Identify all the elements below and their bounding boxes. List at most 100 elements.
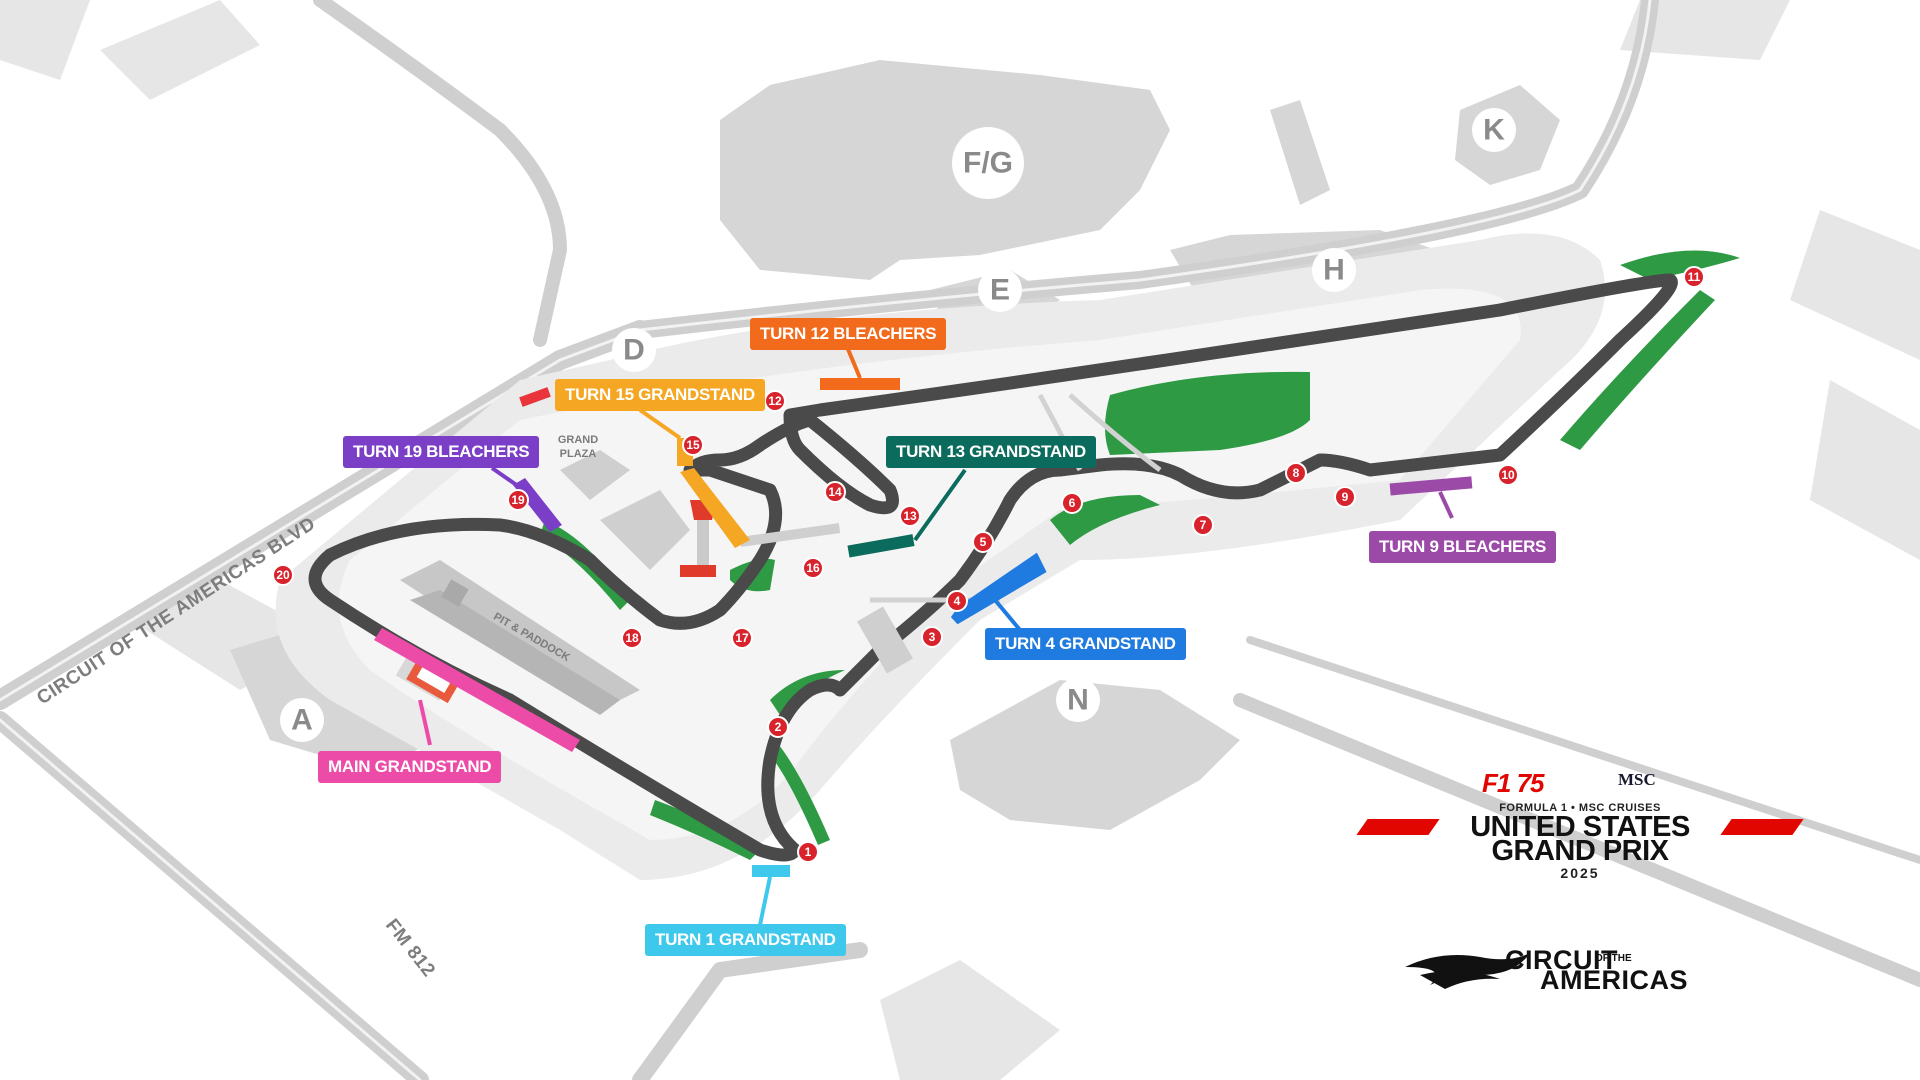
turn-number: 13 <box>903 509 917 523</box>
turn-number: 6 <box>1069 496 1076 510</box>
turn-number: 9 <box>1342 490 1349 504</box>
turn-13-marker: 13 <box>899 505 921 527</box>
cota-swoosh-icon <box>1405 953 1530 989</box>
turn-7-marker: 7 <box>1192 514 1214 536</box>
turn-3-marker: 3 <box>921 626 943 648</box>
turn-number: 17 <box>735 631 749 645</box>
turn-number: 10 <box>1501 468 1515 482</box>
turn-number: 16 <box>806 561 820 575</box>
turn-number: 15 <box>686 438 700 452</box>
turn-5-marker: 5 <box>972 531 994 553</box>
turn-12-marker: 12 <box>764 390 786 412</box>
turn-number: 20 <box>276 568 290 582</box>
turn-20-marker: 20 <box>272 564 294 586</box>
turn-number: 11 <box>1688 270 1701 284</box>
turn-badge <box>972 531 994 553</box>
lot-fg-area <box>720 60 1170 280</box>
turn-11-marker: 11 <box>1683 266 1705 288</box>
turn19-bleachers-label: TURN 19 BLEACHERS <box>343 436 540 468</box>
lot-d-marker: D <box>612 328 656 372</box>
main-grandstand-label: MAIN GRANDSTAND <box>318 751 502 783</box>
leader-lines <box>418 341 1454 926</box>
turn-17-marker: 17 <box>731 627 753 649</box>
lot-k-marker: K <box>1472 108 1516 152</box>
turn-badge <box>1192 514 1214 536</box>
cota-line2: OF THE <box>1595 953 1632 964</box>
turn-number: 12 <box>768 394 782 408</box>
brand-title-line2: GRAND PRIX <box>1491 835 1669 867</box>
cota-logo: CIRCUIT OF THE AMERICAS <box>1400 945 1760 995</box>
turn4-grandstand-label: TURN 4 GRANDSTAND <box>985 628 1186 660</box>
turn-badge <box>621 627 643 649</box>
turn-badge <box>802 557 824 579</box>
turn-number: 19 <box>511 493 525 507</box>
turn-badge <box>272 564 294 586</box>
turn-badge <box>824 481 846 503</box>
turn-badge <box>1334 486 1356 508</box>
turn-9-marker: 9 <box>1334 486 1356 508</box>
turn-badge <box>797 841 819 863</box>
turn-badge <box>731 627 753 649</box>
turn-19-marker: 19 <box>507 489 529 511</box>
lot-n-area <box>950 680 1240 830</box>
turn-badge <box>1497 464 1519 486</box>
lot-n-marker: N <box>1056 678 1100 722</box>
lot-fg-marker: F/G <box>952 127 1024 199</box>
turn-number: 2 <box>775 720 782 734</box>
msc-logo: MSC <box>1618 770 1656 789</box>
turn-number: 14 <box>828 485 842 499</box>
turn-number: 8 <box>1293 466 1300 480</box>
event-branding: F1 75 MSC FORMULA 1 • MSC CRUISES UNITED… <box>1350 762 1810 892</box>
turn-18-marker: 18 <box>621 627 643 649</box>
turn-number: 7 <box>1200 518 1207 532</box>
brand-subtitle: FORMULA 1 • MSC CRUISES <box>1499 802 1661 814</box>
turn12-bleachers-label: TURN 12 BLEACHERS <box>750 318 947 350</box>
turn-badge <box>764 390 786 412</box>
cota-line1: CIRCUIT <box>1505 945 1618 975</box>
lot-e-marker: E <box>978 268 1022 312</box>
svg-text:H: H <box>1323 254 1345 287</box>
turn-number: 4 <box>954 594 961 608</box>
turn-number: 5 <box>980 535 987 549</box>
turn-badge <box>1061 492 1083 514</box>
turn-4-marker: 4 <box>946 590 968 612</box>
f1-logo: F1 75 <box>1482 768 1544 798</box>
turn-15-marker: 15 <box>682 434 704 456</box>
turn-badge <box>946 590 968 612</box>
turn13-grandstand-label: TURN 13 GRANDSTAND <box>886 436 1096 468</box>
svg-text:F/G: F/G <box>963 147 1013 180</box>
amphitheater <box>560 450 690 570</box>
turn-number: 18 <box>625 631 639 645</box>
turn-badge <box>899 505 921 527</box>
svg-text:D: D <box>623 334 645 367</box>
cota-line3: AMERICAS <box>1540 965 1689 995</box>
turn-2-marker: 2 <box>767 716 789 738</box>
lot-a-marker: A <box>280 698 324 742</box>
svg-text:N: N <box>1067 684 1089 717</box>
brand-title-line1: UNITED STATES <box>1470 811 1690 843</box>
main-grandstand-building <box>406 654 462 704</box>
turn-badge <box>921 626 943 648</box>
turn-badge <box>682 434 704 456</box>
turn-6-marker: 6 <box>1061 492 1083 514</box>
turn-16-marker: 16 <box>802 557 824 579</box>
svg-text:E: E <box>990 274 1010 307</box>
turn9-bleachers-label: TURN 9 BLEACHERS <box>1369 531 1557 563</box>
turn1-grandstand-label: TURN 1 GRANDSTAND <box>645 924 846 956</box>
turn-1-marker: 1 <box>797 841 819 863</box>
turn-number: 3 <box>929 630 936 644</box>
turn-badge <box>1683 266 1705 288</box>
turn-number: 1 <box>805 845 812 859</box>
turn-8-marker: 8 <box>1285 462 1307 484</box>
grand-plaza-label-1: GRAND <box>558 434 598 446</box>
grand-plaza-label-2: PLAZA <box>560 448 597 460</box>
svg-text:K: K <box>1483 114 1505 147</box>
turn15-grandstand-label: TURN 15 GRANDSTAND <box>555 379 765 411</box>
lot-markers: A D E F/G H K N <box>280 108 1516 742</box>
turn-10-marker: 10 <box>1497 464 1519 486</box>
turn-14-marker: 14 <box>824 481 846 503</box>
seating-stands <box>374 378 1473 877</box>
